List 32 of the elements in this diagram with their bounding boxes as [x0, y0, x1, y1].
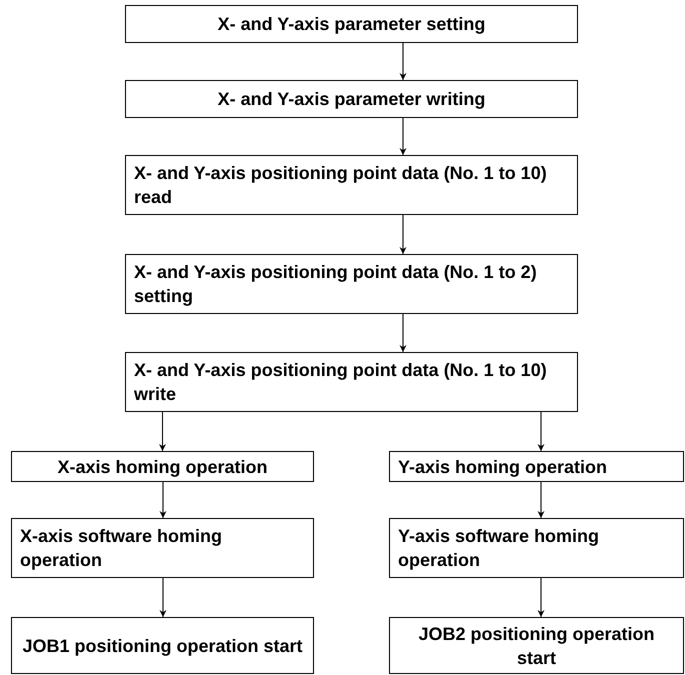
- arrow: [160, 482, 166, 518]
- step-text: JOB2 positioning operation start: [417, 622, 656, 670]
- step-text: X- and Y-axis positioning point data (No. 1 to 2) setting: [134, 261, 538, 308]
- step-text: X-axis homing operation: [57, 456, 268, 478]
- arrow: [400, 314, 406, 352]
- step-text: JOB1 positioning operation start: [22, 634, 303, 658]
- step-text: X- and Y-axis parameter writing: [218, 88, 486, 111]
- step-text: X-axis software homing operation: [20, 525, 224, 572]
- process-box: [125, 155, 578, 215]
- process-box: [11, 617, 314, 674]
- step-text: X- and Y-axis parameter setting: [218, 13, 486, 36]
- step-text: Y-axis software homing operation: [398, 525, 600, 572]
- process-box: [389, 617, 684, 674]
- process-box: [389, 518, 684, 578]
- step-text: X- and Y-axis positioning point data (No. 1 to 10) write: [134, 359, 548, 406]
- process-box: [125, 254, 578, 314]
- process-box: [125, 5, 578, 43]
- process-box: [11, 518, 314, 578]
- process-box: [11, 451, 314, 482]
- arrow: [538, 482, 544, 518]
- arrow: [159, 412, 166, 452]
- arrow: [400, 118, 406, 156]
- arrow: [160, 578, 166, 618]
- arrow: [400, 42, 406, 80]
- process-box: [389, 451, 684, 482]
- process-box: [125, 352, 578, 412]
- process-box: [125, 80, 578, 118]
- arrow: [400, 214, 406, 254]
- arrow: [538, 578, 544, 618]
- step-text: Y-axis homing operation: [398, 456, 608, 478]
- arrow: [538, 412, 544, 452]
- step-text: X- and Y-axis positioning point data (No. 1 to 10) read: [134, 162, 548, 209]
